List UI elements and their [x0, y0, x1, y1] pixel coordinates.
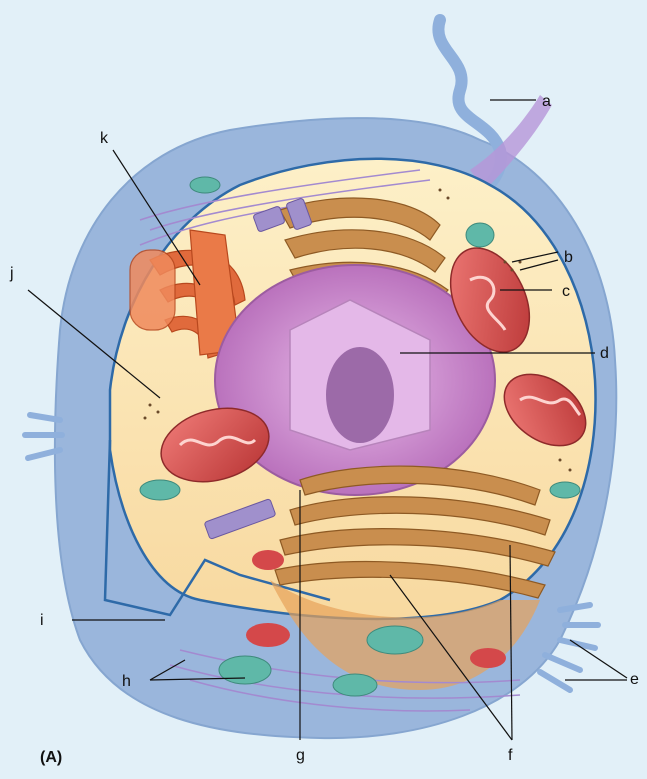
label-c: c	[562, 283, 570, 300]
label-b: b	[564, 249, 573, 266]
label-h: h	[122, 673, 131, 690]
microvilli-left	[25, 415, 62, 458]
label-g: g	[296, 747, 305, 764]
label-f: f	[508, 747, 513, 764]
label-d: d	[600, 345, 609, 362]
label-i: i	[40, 612, 44, 629]
label-j: j	[9, 265, 14, 282]
nucleolus	[326, 347, 394, 443]
label-e: e	[630, 671, 639, 688]
label-k: k	[100, 130, 109, 147]
panel-label: (A)	[40, 749, 62, 766]
label-a: a	[542, 93, 551, 110]
